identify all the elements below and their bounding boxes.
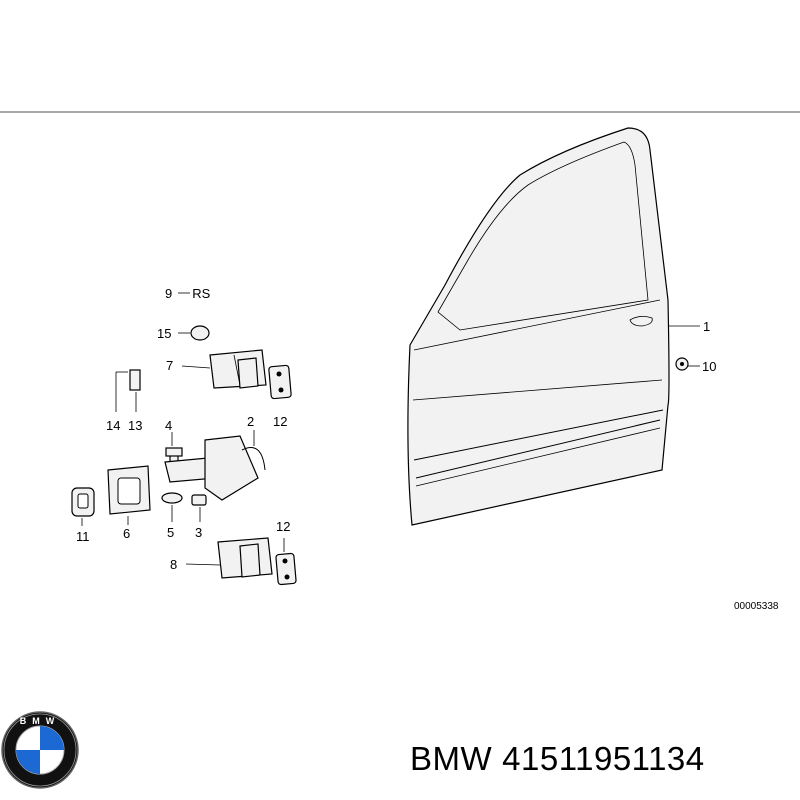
brand-name: BMW [410, 740, 493, 777]
callout-3: 3 [195, 525, 202, 540]
callout-8: 8 [170, 557, 177, 572]
callout-6: 6 [123, 526, 130, 541]
diagram-ref-number: 00005338 [734, 601, 779, 612]
part-number: 41511951134 [502, 740, 705, 777]
nut-15 [178, 325, 210, 341]
door-check-2 [164, 430, 266, 501]
svg-text:BMW: BMW [20, 716, 61, 726]
plate-12-upper [268, 364, 292, 400]
bmw-logo: BMW [1, 711, 79, 789]
callout-11: 11 [76, 529, 90, 544]
callout-10: 10 [702, 359, 716, 374]
callout-12-lower: 12 [276, 519, 290, 534]
callout-14: 14 [106, 418, 120, 433]
callout-7: 7 [166, 358, 173, 373]
clip-10 [675, 357, 700, 371]
callout-4: 4 [165, 418, 172, 433]
plate-12-lower [275, 538, 297, 586]
tabs-13-14 [115, 369, 141, 412]
screw-3 [191, 494, 207, 522]
door-shell [407, 127, 700, 526]
lower-hinge-8 [185, 537, 273, 579]
callout-12-upper: 12 [273, 414, 287, 429]
upper-hinge-7 [181, 349, 267, 389]
callout-5: 5 [167, 525, 174, 540]
callout-2: 2 [247, 414, 254, 429]
callout-1: 1 [703, 319, 710, 334]
callout-15: 15 [157, 326, 171, 341]
seal-11 [71, 487, 95, 526]
grommet-6 [107, 465, 151, 525]
callout-13: 13 [128, 418, 142, 433]
washer-5 [161, 492, 183, 522]
